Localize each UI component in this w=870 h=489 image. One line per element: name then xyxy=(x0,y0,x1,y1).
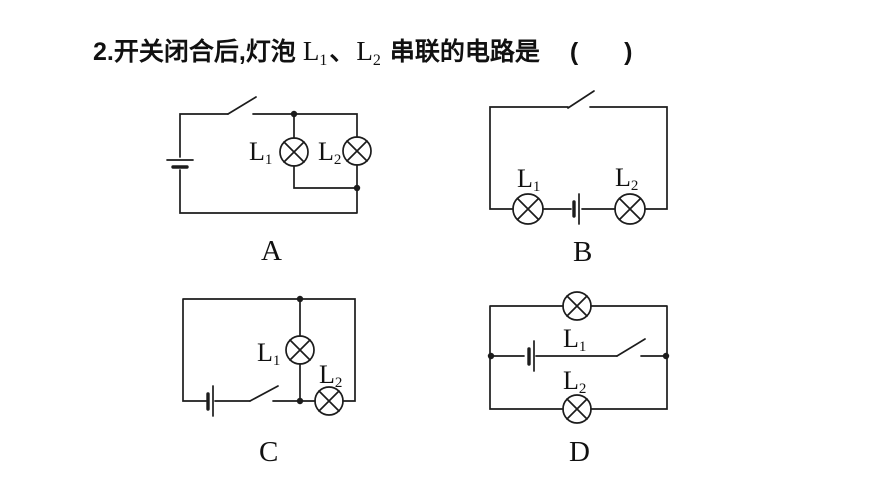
circuit-diagram-d xyxy=(487,291,670,424)
junction-dot xyxy=(290,110,298,118)
wire xyxy=(489,106,668,210)
lamp-label-c-l2: L2 xyxy=(319,360,343,391)
lamp-label-d-l2: L2 xyxy=(563,366,587,397)
wire xyxy=(182,298,356,402)
answer-paren-open: ( xyxy=(569,38,579,66)
junction-dot xyxy=(662,352,670,360)
lamp-label-a-l1: L1 xyxy=(249,137,273,168)
option-letter-b: B xyxy=(573,236,593,268)
lamp-label-d-l1: L1 xyxy=(563,324,587,355)
lamp-cross xyxy=(346,140,368,162)
lamp-icon xyxy=(562,394,592,424)
option-letter-a: A xyxy=(261,235,282,267)
switch-icon xyxy=(567,90,595,109)
lamp-icon xyxy=(314,386,344,416)
lamp-cross xyxy=(289,339,311,361)
lamp-cross xyxy=(283,141,305,163)
circuit-diagram-c xyxy=(182,295,356,417)
lamp-cross xyxy=(618,197,642,221)
question-number: 2. xyxy=(93,38,114,66)
answer-paren-close: ) xyxy=(624,38,633,66)
switch-icon xyxy=(616,338,646,357)
lamp-label-b-l1: L1 xyxy=(517,164,541,195)
lamp-label-c-l1: L1 xyxy=(257,338,281,369)
lamp-icon xyxy=(562,291,592,321)
option-letter-c: C xyxy=(259,436,279,468)
question-lamp1-label: L1 xyxy=(302,36,328,69)
lamp-icon xyxy=(342,136,372,166)
option-letter-d: D xyxy=(569,436,590,468)
lamp-cross xyxy=(566,295,588,317)
lamp-cross xyxy=(516,197,540,221)
circuit-diagram-a xyxy=(166,96,372,214)
lamp-icon xyxy=(279,137,309,167)
lamp-cross xyxy=(566,398,588,420)
lamp-cross xyxy=(318,390,340,412)
question-separator: 、 xyxy=(329,38,355,66)
lamp-icon xyxy=(285,335,315,365)
junction-dot xyxy=(487,352,495,360)
question-lamp2-label: L2 xyxy=(356,36,381,69)
switch-icon xyxy=(249,385,279,402)
lamp-label-a-l2: L2 xyxy=(318,137,342,168)
junction-dot xyxy=(296,397,304,405)
junction-dot xyxy=(296,295,304,303)
switch-icon xyxy=(227,96,257,115)
junction-dot xyxy=(353,184,361,192)
wire xyxy=(489,305,668,410)
lamp-label-b-l2: L2 xyxy=(615,163,639,194)
question-text-before: 开关闭合后,灯泡 xyxy=(113,38,296,66)
lamp-icon xyxy=(512,193,544,225)
circuit-diagram-b xyxy=(489,90,668,225)
lamp-icon xyxy=(614,193,646,225)
question-text-after: 串联的电路是 xyxy=(389,38,540,66)
